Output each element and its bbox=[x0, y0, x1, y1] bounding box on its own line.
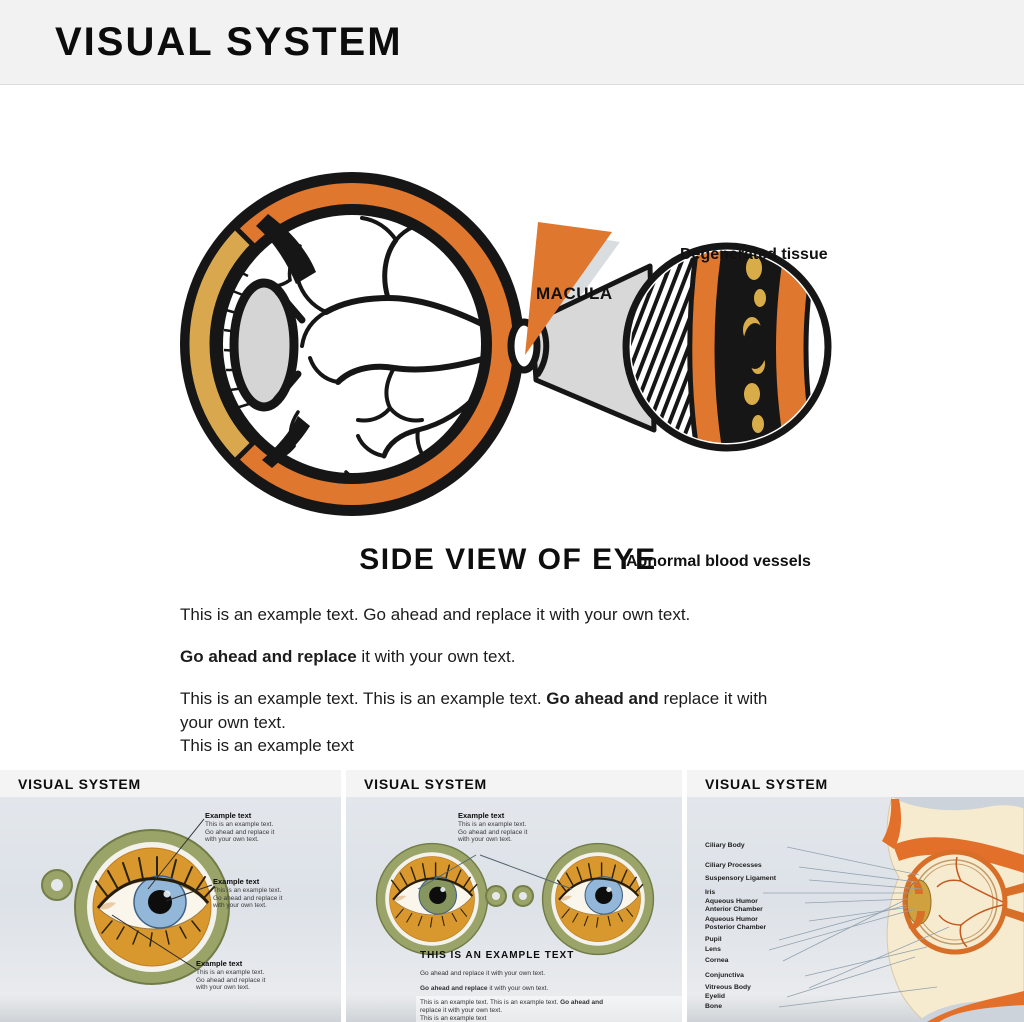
abnormal-vessel-blot bbox=[743, 323, 767, 369]
anatomy-eyeball bbox=[902, 849, 1008, 955]
single-eye-medallion-diagram bbox=[41, 818, 231, 986]
anatomy-label-conjunctiva: Conjunctiva bbox=[705, 972, 744, 979]
callout-1: Example text This is an example text. Go… bbox=[205, 811, 281, 844]
t2-callout: Example text This is an example text. Go… bbox=[458, 811, 534, 844]
t2-block-heading: THIS IS AN EXAMPLE TEXT bbox=[420, 950, 575, 961]
paragraph-3: This is an example text. This is an exam… bbox=[168, 678, 784, 758]
t2-paragraph-2-rest: it with your own text. bbox=[487, 985, 549, 992]
anatomy-inferior-muscle bbox=[927, 991, 1024, 1022]
anatomy-label-lines bbox=[763, 846, 950, 1008]
label-macula: MACULA bbox=[536, 284, 613, 303]
link-rings bbox=[485, 885, 534, 907]
paragraph-2-bold: Go ahead and replace bbox=[180, 647, 357, 666]
t2-paragraph-4: This is an example text bbox=[420, 1014, 487, 1022]
label-abnormal-blood-vessels: Abnormal blood vessels bbox=[626, 553, 811, 570]
eye-side-view-diagram bbox=[180, 172, 832, 516]
callout-2-body: This is an example text. Go ahead and re… bbox=[213, 887, 283, 910]
thumb3-body: Ciliary Body Ciliary Processes Suspensor… bbox=[687, 797, 1024, 1022]
t2-paragraph-3-lead: This is an example text. This is an exam… bbox=[420, 999, 561, 1006]
t2-paragraph-3-text: This is an example text. This is an exam… bbox=[420, 999, 625, 1015]
paragraph-3-rest: replace it with your own text. bbox=[180, 689, 768, 732]
thumb3-title: VISUAL SYSTEM bbox=[705, 775, 828, 792]
anatomy-label-eyelid: Eyelid bbox=[705, 993, 726, 1000]
anatomy-label-pupil: Pupil bbox=[705, 936, 722, 943]
anatomy-label-aqueous-anterior: Aqueous Humor Anterior Chamber bbox=[705, 898, 763, 913]
two-eye-medallion-diagram bbox=[375, 842, 655, 956]
anatomy-label-bone: Bone bbox=[705, 1003, 722, 1010]
callout-3: Example text This is an example text. Go… bbox=[196, 959, 272, 992]
label-degenerated-tissue: Degenerated tissue bbox=[680, 246, 828, 263]
thumb2-header: VISUAL SYSTEM bbox=[346, 770, 682, 797]
callout-2-heading: Example text bbox=[213, 877, 260, 886]
anatomy-label-vitreous-body: Vitreous Body bbox=[705, 984, 751, 991]
paragraph-3-bold: Go ahead and bbox=[546, 689, 664, 708]
callout-3-body: This is an example text. Go ahead and re… bbox=[196, 969, 266, 992]
t2-paragraph-3-rest: replace it with your own text. bbox=[420, 1006, 503, 1014]
anatomy-label-cornea: Cornea bbox=[705, 957, 729, 964]
anatomy-vessels bbox=[936, 856, 1004, 948]
paragraph-2-rest: it with your own text. bbox=[356, 647, 516, 666]
t2-callout-body: This is an example text. Go ahead and re… bbox=[458, 821, 528, 844]
anatomy-label-suspensory-ligament: Suspensory Ligament bbox=[705, 875, 777, 882]
main-slide: Degenerated tissue MACULA Abnormal blood… bbox=[0, 85, 1024, 763]
t2-paragraph-1: Go ahead and replace it with your own te… bbox=[420, 970, 546, 977]
anatomy-brow-bone bbox=[892, 797, 1024, 811]
anatomy-label-ciliary-body: Ciliary Body bbox=[705, 842, 745, 849]
callout-3-heading: Example text bbox=[196, 959, 243, 968]
callout-lines bbox=[111, 818, 213, 970]
thumb2-title: VISUAL SYSTEM bbox=[364, 775, 487, 792]
paragraph-1: This is an example text. Go ahead and re… bbox=[180, 605, 691, 624]
t2-paragraph-3: This is an example text. This is an exam… bbox=[416, 996, 682, 1022]
thumb3-header: VISUAL SYSTEM bbox=[687, 770, 1024, 797]
thumb1-title: VISUAL SYSTEM bbox=[18, 775, 141, 792]
callout-2: Example text This is an example text. Go… bbox=[213, 877, 289, 910]
anatomy-muscle-stub bbox=[882, 799, 902, 849]
anatomy-label-ciliary-processes: Ciliary Processes bbox=[705, 862, 762, 869]
paragraph-4: This is an example text bbox=[180, 736, 354, 755]
slide-heading: SIDE VIEW OF EYE bbox=[359, 543, 657, 576]
t2-paragraph-3-bold: Go ahead and bbox=[560, 999, 604, 1006]
paragraph-2: Go ahead and replace it with your own te… bbox=[168, 641, 784, 672]
anatomy-label-iris: Iris bbox=[705, 889, 716, 896]
eye-anatomy-cross-section bbox=[763, 797, 1024, 1022]
thumb1-body: Example text This is an example text. Go… bbox=[0, 797, 341, 1022]
t2-callout-heading: Example text bbox=[458, 811, 505, 820]
thumbnail-slide-1[interactable]: VISUAL SYSTEM bbox=[0, 770, 341, 1022]
macula-wedge bbox=[525, 222, 612, 355]
page-title: VISUAL SYSTEM bbox=[55, 19, 403, 64]
thumb2-body: Example text This is an example text. Go… bbox=[346, 797, 682, 1022]
anatomy-optic-nerve-bottom bbox=[1003, 907, 1024, 922]
callout-1-heading: Example text bbox=[205, 811, 252, 820]
paragraph-3-text: This is an example text. This is an exam… bbox=[180, 687, 772, 734]
t2-paragraph-2-bold: Go ahead and replace bbox=[420, 985, 488, 992]
t2-paragraph-2: Go ahead and replace it with your own te… bbox=[420, 985, 548, 992]
callout-1-body: This is an example text. Go ahead and re… bbox=[205, 821, 275, 844]
anatomy-label-aqueous-posterior: Aqueous Humor Posterior Chamber bbox=[705, 916, 767, 931]
magnifier-circle bbox=[622, 242, 832, 452]
paragraph-3-lead: This is an example text. This is an exam… bbox=[180, 689, 547, 708]
callout-lines bbox=[417, 854, 573, 890]
thumbnail-slide-3[interactable]: VISUAL SYSTEM bbox=[687, 770, 1024, 1022]
thumb1-header: VISUAL SYSTEM bbox=[0, 770, 341, 797]
anatomy-optic-nerve-top bbox=[1003, 883, 1024, 897]
top-band: VISUAL SYSTEM bbox=[0, 0, 1024, 85]
anterior-segment bbox=[184, 214, 316, 468]
anatomy-label-lens: Lens bbox=[705, 946, 721, 953]
thumbnail-slide-2[interactable]: VISUAL SYSTEM Example text This i bbox=[346, 770, 682, 1022]
